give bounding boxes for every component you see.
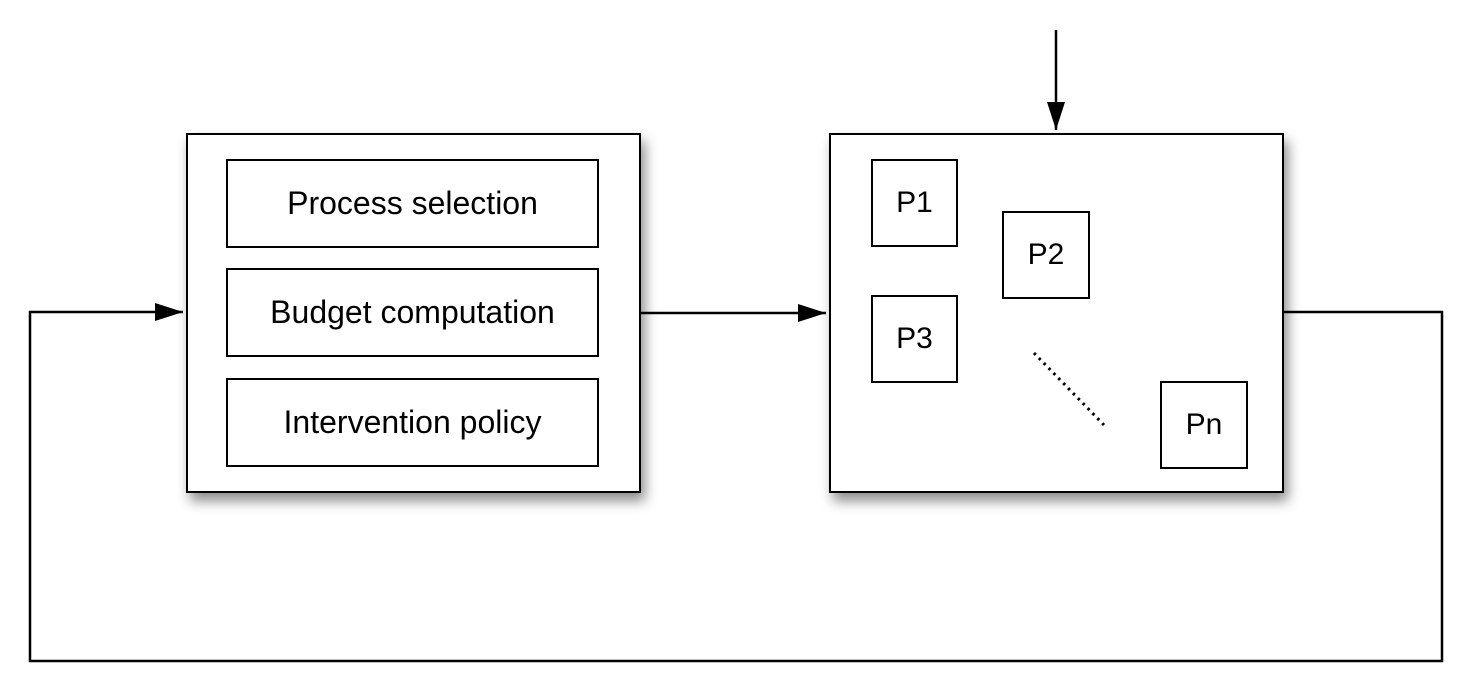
process-p2: P2 (1002, 211, 1090, 299)
process-p1-label: P1 (896, 186, 933, 219)
process-pn: Pn (1160, 381, 1248, 469)
process-pn-label: Pn (1185, 408, 1223, 441)
process-p3: P3 (871, 295, 958, 383)
budget-computation-module: Budget computation (226, 268, 599, 357)
process-p1: P1 (871, 159, 958, 247)
process-system-box: P1 P2 P3 Pn (829, 133, 1284, 493)
process-selection-module: Process selection (226, 159, 599, 248)
feedback-loop-line (28, 303, 1444, 663)
intervention-policy-label: Intervention policy (283, 404, 542, 440)
controller-box: Process selection Budget computation Int… (186, 133, 641, 493)
ellipsis-dotted-line (1032, 351, 1106, 427)
budget-computation-label: Budget computation (270, 294, 555, 330)
process-selection-label: Process selection (287, 185, 538, 221)
process-p3-label: P3 (896, 322, 933, 355)
process-p2-label: P2 (1027, 238, 1065, 271)
intervention-policy-module: Intervention policy (226, 378, 599, 467)
